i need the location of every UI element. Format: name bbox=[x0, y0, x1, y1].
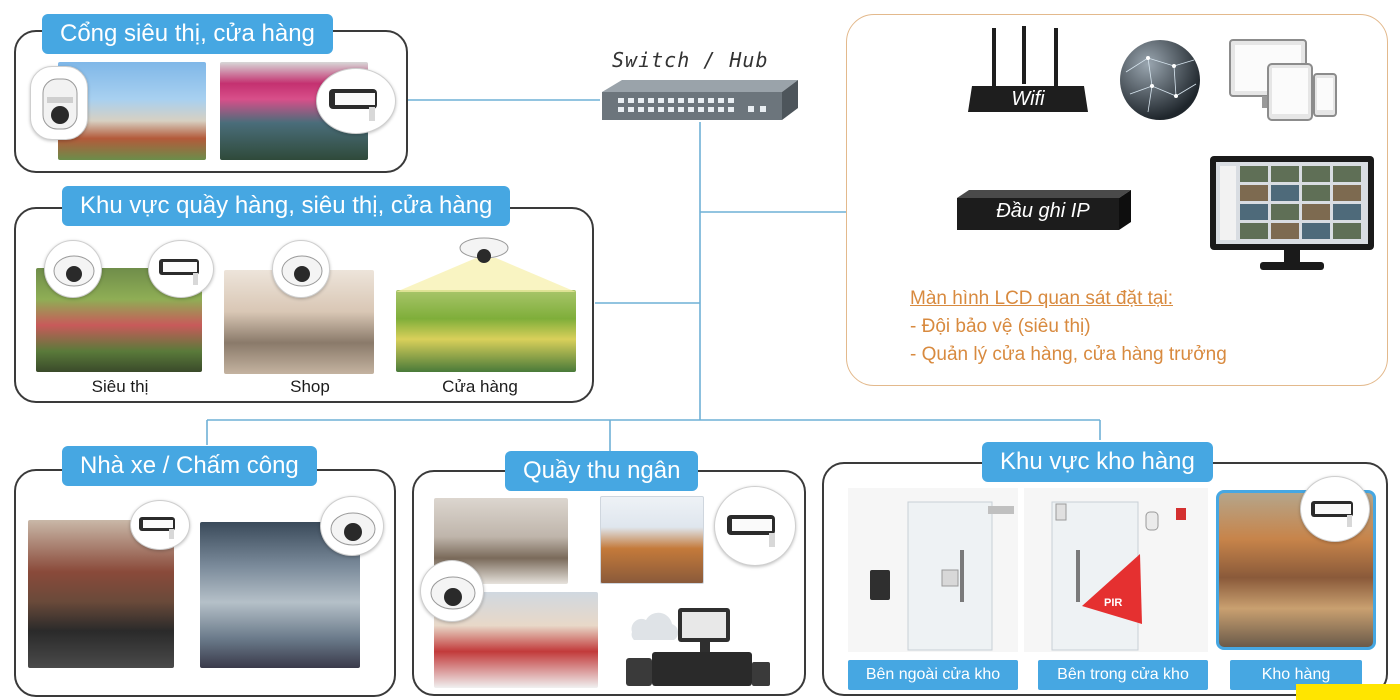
caption-store: Cửa hàng bbox=[442, 377, 518, 396]
switch-icon bbox=[602, 80, 798, 120]
parking-title: Nhà xe / Chấm công bbox=[62, 446, 317, 486]
warehouse-inside-door bbox=[1024, 488, 1208, 652]
globe-icon bbox=[1120, 40, 1200, 120]
nvr-icon bbox=[957, 190, 1131, 230]
nvr-label: Đầu ghi IP bbox=[996, 200, 1090, 222]
pir-label: PIR bbox=[1104, 597, 1123, 609]
fisheye-coverage bbox=[396, 258, 576, 292]
ptz-camera-icon bbox=[30, 66, 88, 140]
area-photo-store bbox=[396, 290, 576, 372]
bullet-camera-icon bbox=[316, 68, 396, 134]
warehouse-label-inside: Bên trong cửa kho bbox=[1038, 660, 1208, 690]
router-icon bbox=[968, 26, 1088, 112]
warehouse-label-outside: Bên ngoài cửa kho bbox=[848, 660, 1018, 690]
cashier-title: Quầy thu ngân bbox=[505, 451, 699, 491]
dome-camera-icon bbox=[420, 560, 484, 622]
cashier-photo-software bbox=[600, 496, 704, 584]
lcd-item-security: - Đội bảo vệ (siêu thị) bbox=[910, 316, 1091, 337]
dome-camera-icon bbox=[320, 496, 384, 556]
corner-mark bbox=[1296, 684, 1400, 700]
bullet-camera-icon bbox=[1300, 476, 1370, 542]
monitor-icon bbox=[1210, 156, 1374, 270]
bullet-camera-icon bbox=[714, 486, 796, 566]
warehouse-photo-shelves bbox=[1216, 490, 1376, 650]
caption-supermarket: Siêu thị bbox=[91, 377, 149, 396]
dome-camera-icon bbox=[44, 240, 102, 298]
switch-label: Switch / Hub bbox=[612, 48, 769, 72]
pos-terminal-icon bbox=[626, 608, 770, 686]
bullet-camera-icon bbox=[148, 240, 214, 298]
warehouse-outside-door bbox=[848, 488, 1018, 652]
router-label: Wifi bbox=[1011, 88, 1045, 110]
area-title: Khu vực quầy hàng, siêu thị, cửa hàng bbox=[62, 186, 511, 226]
lcd-heading: Màn hình LCD quan sát đặt tại: bbox=[910, 288, 1173, 309]
dome-camera-icon bbox=[272, 240, 330, 298]
lcd-item-manager: - Quản lý cửa hàng, cửa hàng trưởng bbox=[910, 344, 1227, 365]
caption-shop: Shop bbox=[290, 377, 330, 396]
bullet-camera-icon bbox=[130, 500, 190, 550]
warehouse-title: Khu vực kho hàng bbox=[982, 442, 1213, 482]
fisheye-camera-icon bbox=[459, 237, 509, 263]
devices-icon bbox=[1229, 39, 1337, 121]
entrance-title: Cổng siêu thị, cửa hàng bbox=[42, 14, 333, 54]
